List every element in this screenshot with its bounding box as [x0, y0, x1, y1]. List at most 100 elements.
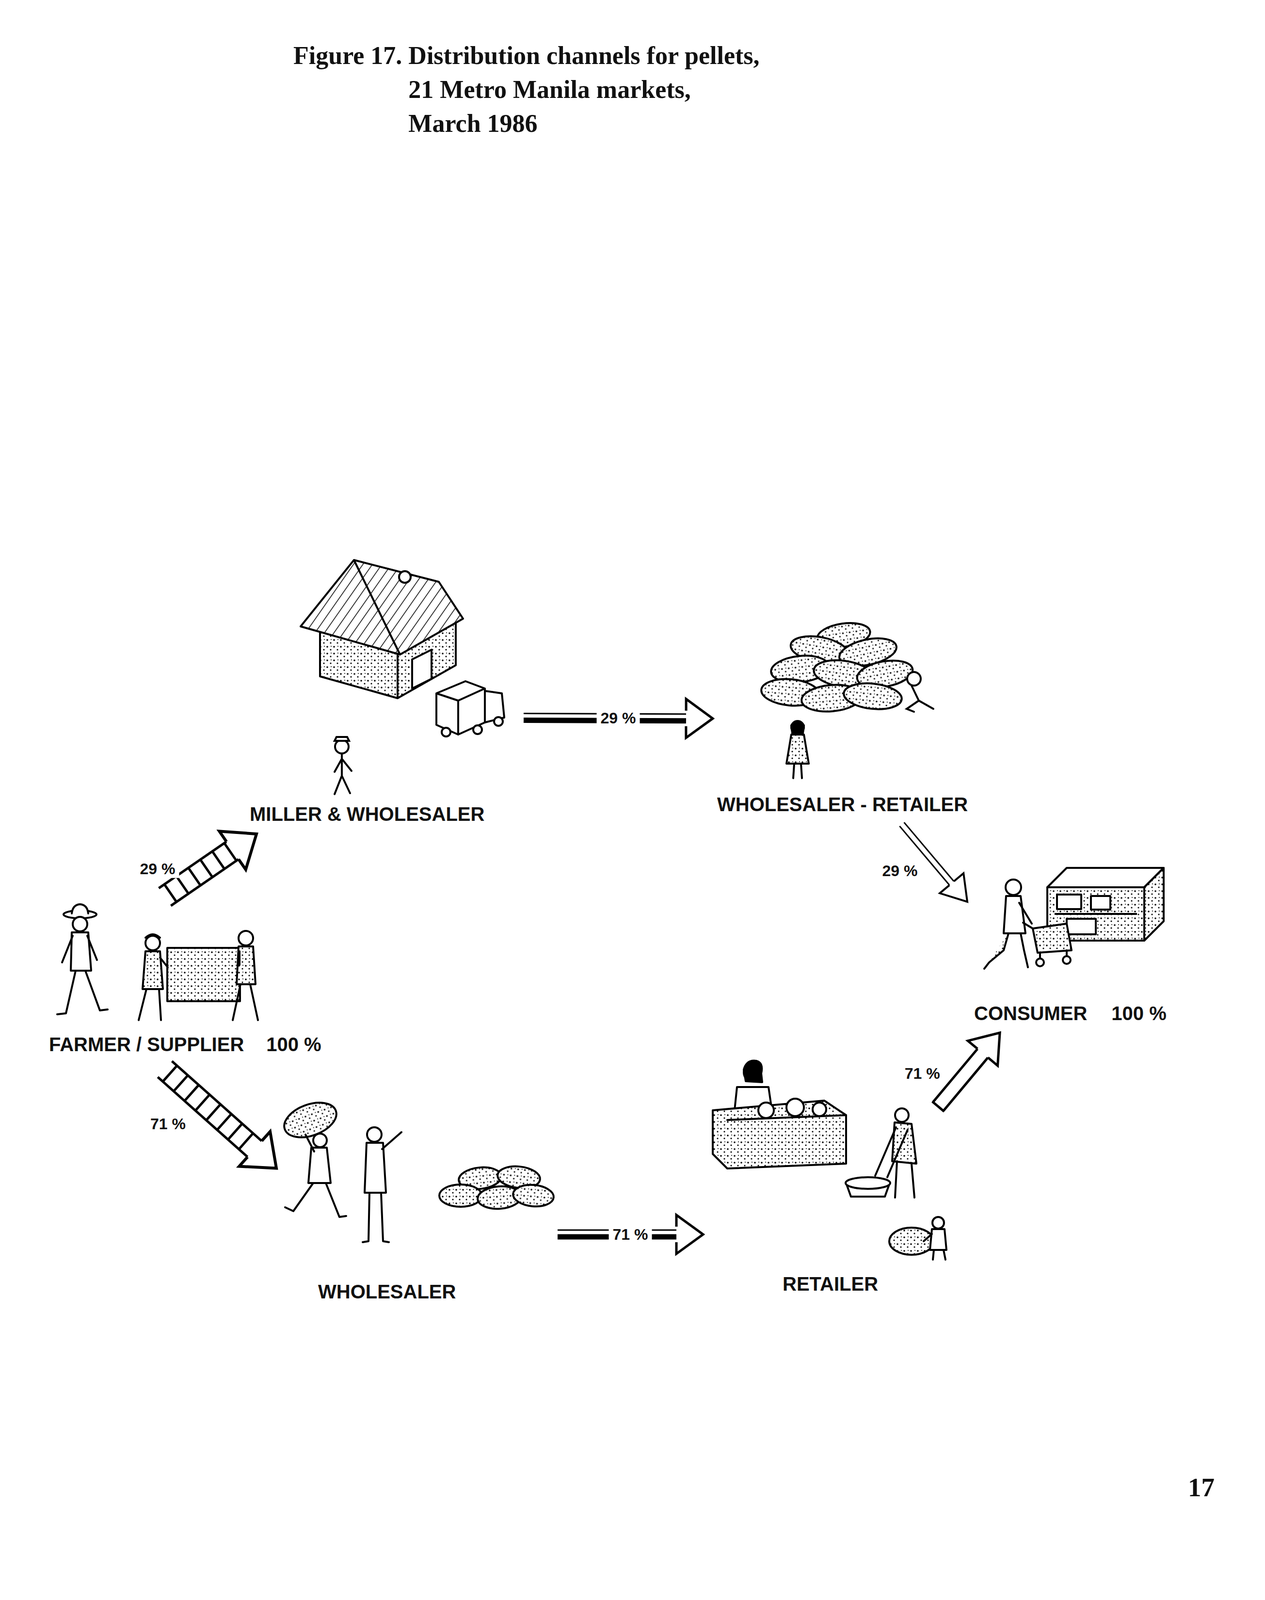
standing-woman [786, 720, 809, 779]
porter-with-sack-part [279, 1096, 341, 1144]
shopper-with-cart-part [1019, 902, 1032, 924]
walking-man [334, 736, 352, 795]
node-label-row: MILLER & WHOLESALER [249, 802, 485, 826]
porter-with-sack [279, 1096, 347, 1217]
flow-arrow-part [173, 1075, 188, 1092]
sack-pile [760, 620, 915, 715]
node-label: FARMER / SUPPLIER [48, 1032, 244, 1057]
market-stall-part [727, 1115, 847, 1121]
porters-with-crate-part [160, 957, 168, 968]
node-label-row: WHOLESALER - RETAILER [717, 792, 968, 817]
node-label: WHOLESALER [318, 1280, 456, 1304]
flow-arrow-part [227, 1123, 242, 1140]
mill-building-part [412, 649, 432, 689]
farmer-figure-part [72, 916, 88, 932]
truck-part [436, 681, 485, 735]
share-percent: 100 % [266, 1032, 321, 1057]
share-label: 71 % [900, 1064, 945, 1083]
walking-man-part [334, 753, 352, 795]
share-label: 71 % [146, 1114, 190, 1133]
resting-porter [906, 672, 934, 712]
flow-arrow-part [932, 1101, 945, 1112]
flow-arrow-part [943, 1057, 989, 1111]
porters-with-crate-part [238, 930, 254, 946]
flow-arrow-part [162, 1065, 177, 1082]
flow-arrow-part [967, 1032, 1000, 1066]
standing-man-part [364, 1142, 386, 1193]
share-label: 71 % [608, 1225, 653, 1244]
flow-arrow-part [239, 1133, 254, 1150]
flow-arrow-part [686, 699, 713, 738]
store-shelf-part [1066, 918, 1096, 935]
store-shelf-part [1144, 867, 1164, 941]
mill-building-part [353, 560, 401, 655]
truck-part [441, 727, 451, 737]
porters-with-crate-part [167, 947, 241, 1002]
porters-with-crate-part [138, 989, 161, 1021]
resting-porter-part [906, 685, 934, 712]
flow-arrow-part [164, 884, 177, 902]
sacks-part [512, 1183, 555, 1208]
shopper-with-cart-part [1032, 923, 1072, 953]
node-label-row: CONSUMER100 % [974, 1001, 1167, 1025]
flow-arrow [523, 699, 713, 738]
sacks [439, 1164, 555, 1211]
farmer-figure-part [62, 935, 97, 963]
truck-part [494, 717, 503, 726]
flow-arrow-part [188, 867, 201, 886]
channel-node: WHOLESALER - RETAILER [712, 625, 1028, 825]
share-label: 29 % [136, 859, 180, 878]
farmer-figure-part [57, 970, 108, 1015]
child-with-sack-part [923, 1233, 946, 1260]
flow-arrow-part [170, 859, 239, 906]
store-shelf-part [1056, 894, 1082, 910]
store-shelf-part [1054, 912, 1137, 915]
shopper-with-cart-part [1062, 956, 1071, 964]
node-label: RETAILER [782, 1272, 879, 1296]
flow-arrow-part [176, 876, 189, 894]
porters-with-crate-part [145, 935, 161, 951]
mill-building-part [300, 560, 464, 655]
flow-arrow-part [200, 859, 213, 878]
woman-with-basin-part [895, 1161, 915, 1198]
standing-woman-part [791, 721, 804, 734]
standing-man [362, 1127, 402, 1243]
market-stall-part [812, 1102, 827, 1117]
channel-node: MILLER & WHOLESALER [242, 552, 524, 834]
node-label: WHOLESALER - RETAILER [717, 792, 968, 817]
woman-with-basin-part [895, 1108, 909, 1122]
market-stall [712, 1060, 847, 1169]
figure-title: Figure 17. Distribution channels for pel… [293, 38, 764, 142]
channel-node: WHOLESALER [276, 1095, 558, 1310]
node-label-row: RETAILER [782, 1272, 879, 1296]
flow-arrow-part [217, 1114, 232, 1131]
sacks-part [439, 1184, 482, 1207]
flow-arrow-part [676, 1215, 704, 1254]
porters-with-crate [138, 930, 258, 1021]
standing-woman-part [793, 763, 802, 779]
node-label-row: WHOLESALER [318, 1280, 456, 1304]
flow-arrow-part [206, 1104, 221, 1121]
market-stall-part [786, 1098, 804, 1117]
flow-arrow-part [239, 1131, 277, 1169]
child-with-sack-part [929, 1229, 947, 1250]
channel-node: CONSUMER100 % [967, 853, 1205, 1033]
woman-with-basin-part [845, 1177, 891, 1189]
shopper-with-cart-part [1003, 896, 1026, 934]
node-label-row: FARMER / SUPPLIER 100 % [48, 1032, 322, 1057]
flow-arrow-part [195, 1094, 210, 1111]
porters-with-crate-part [232, 951, 258, 1021]
standing-man-part [362, 1132, 402, 1243]
shopper-with-cart-part [984, 933, 1028, 969]
share-percent: 100 % [1111, 1001, 1167, 1025]
channel-node: RETAILER [703, 1052, 939, 1300]
truck [436, 681, 505, 737]
mill-building-part [399, 571, 411, 583]
page-number: 17 [1187, 1471, 1215, 1504]
share-label: 29 % [878, 861, 922, 881]
resting-porter-part [907, 672, 921, 686]
store-shelf-part [1090, 896, 1111, 910]
